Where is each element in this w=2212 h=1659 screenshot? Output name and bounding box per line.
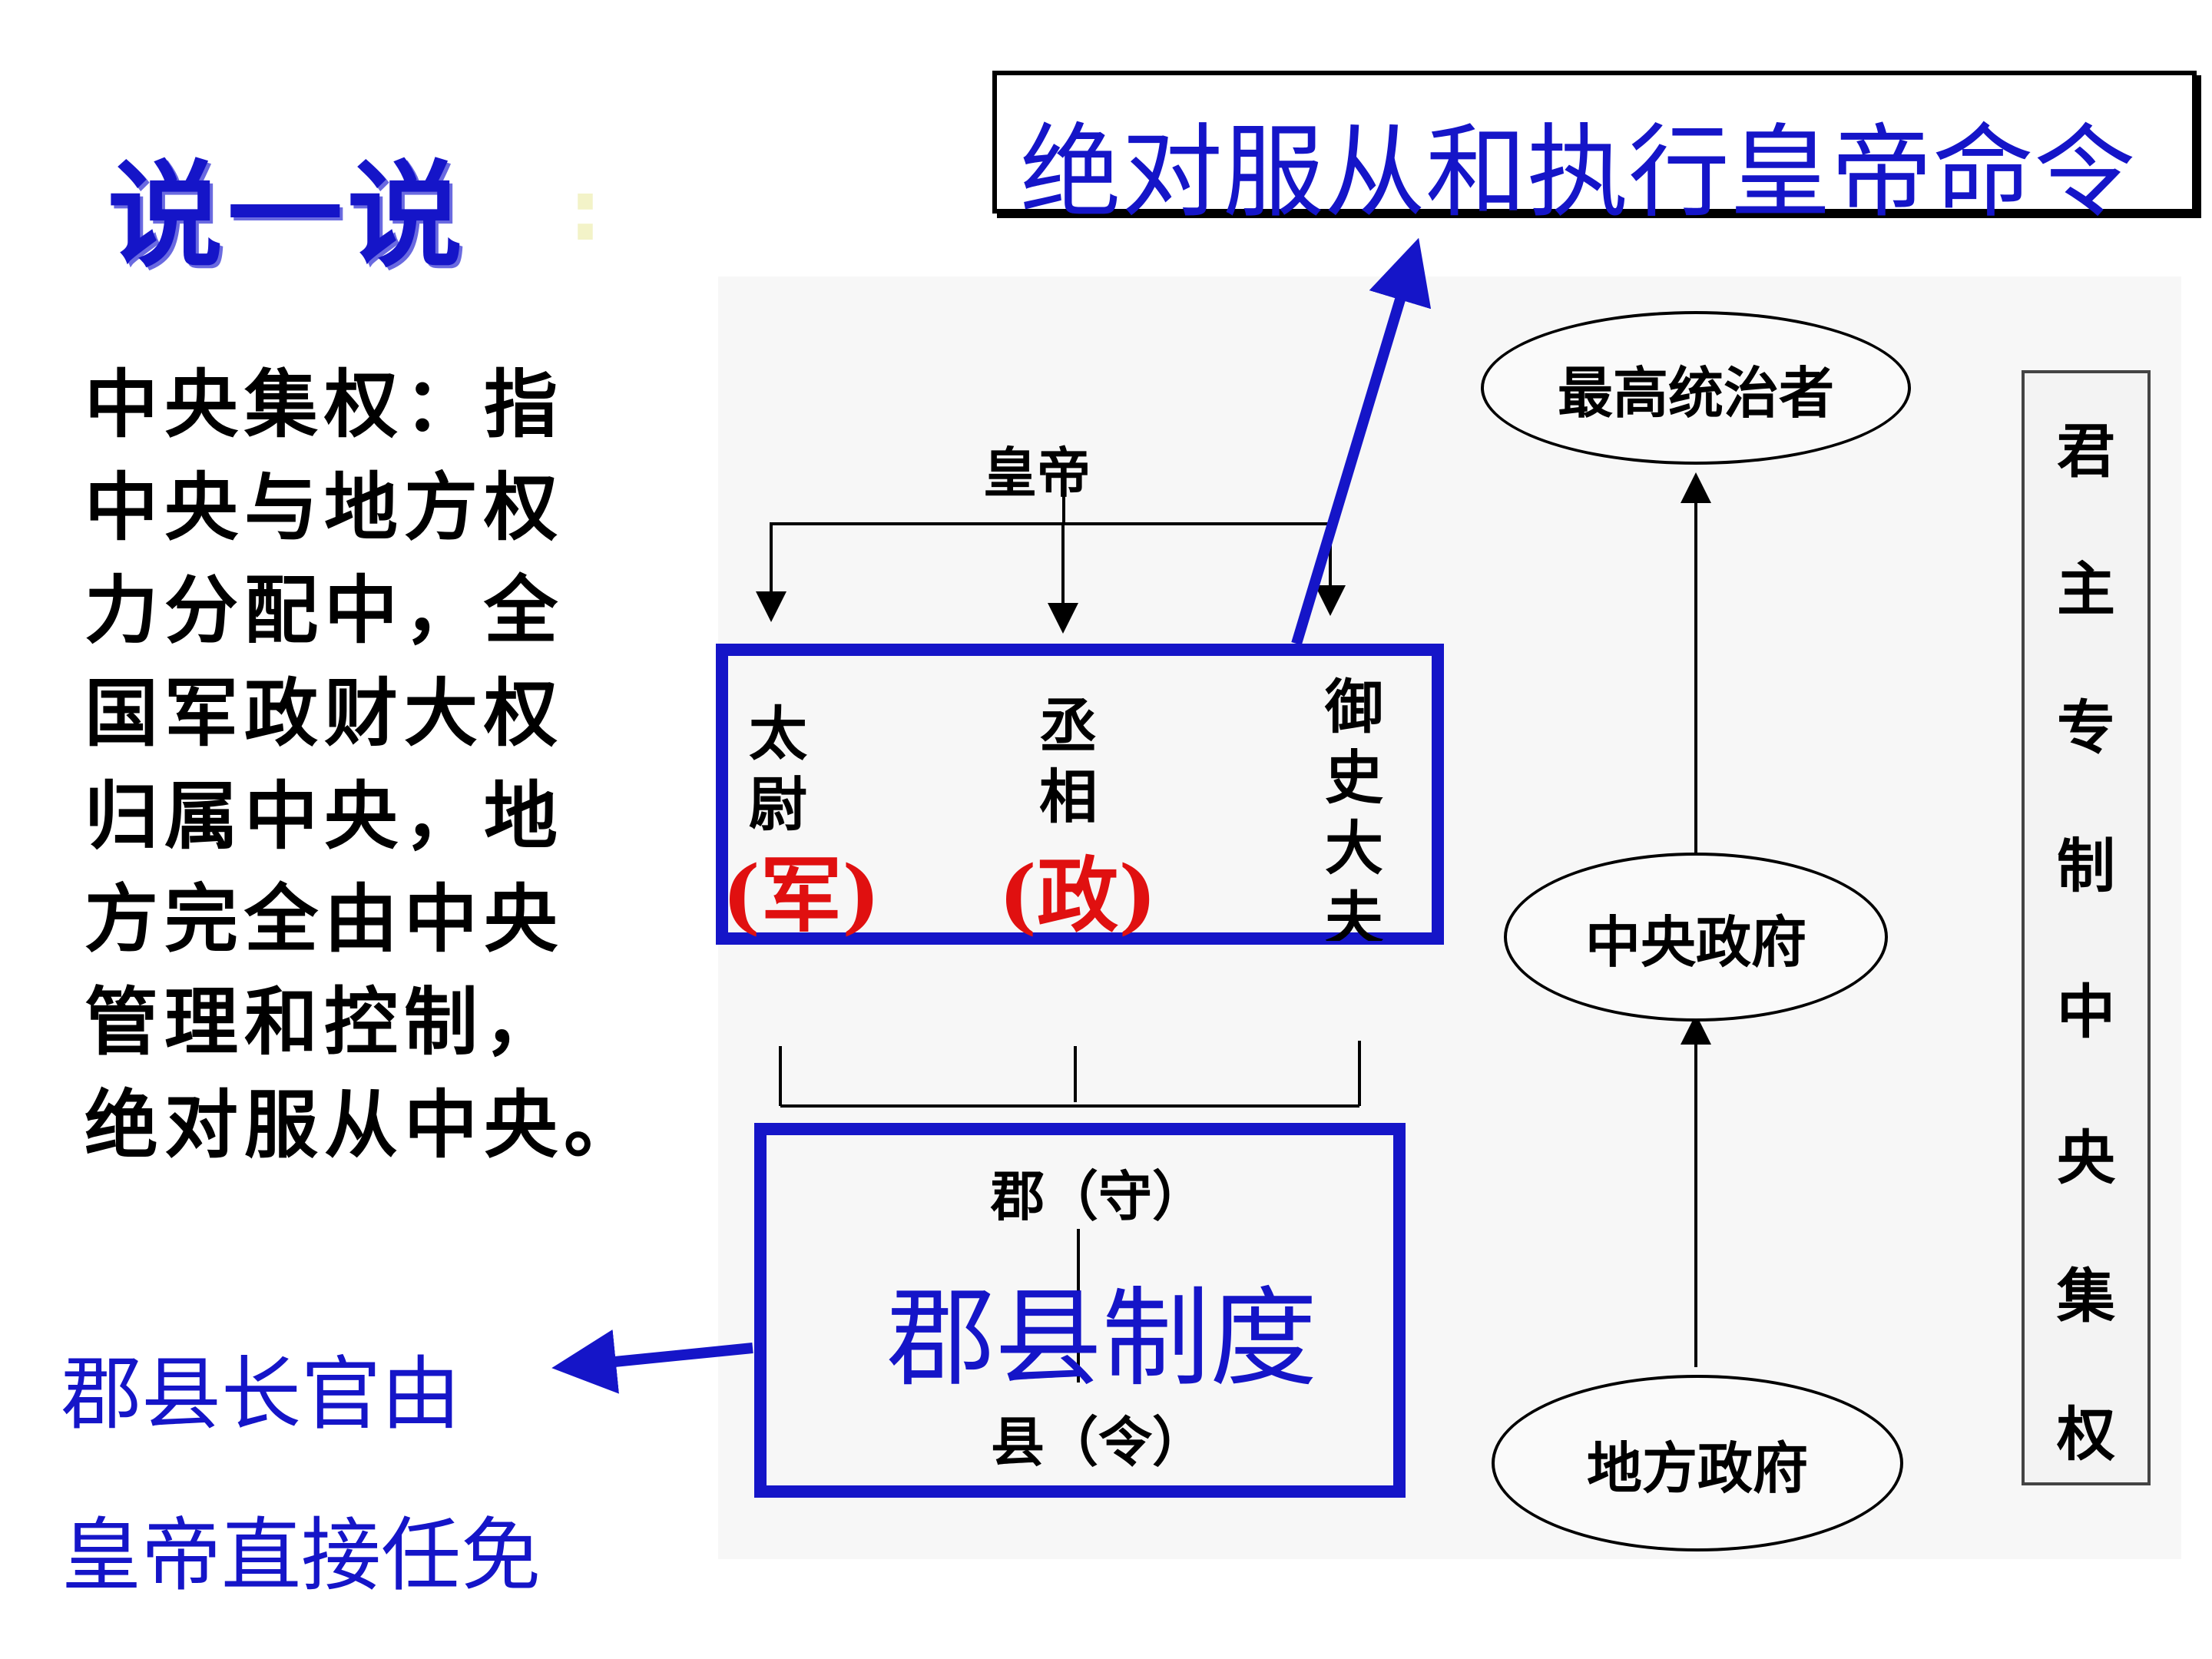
definition-line: 归属中央，地 <box>84 773 564 859</box>
definition-line: 方完全由中央 <box>84 876 564 962</box>
autocracy-centralization-box: 君 主 专 制 中 央 集 权 <box>2022 370 2151 1485</box>
side-char: 制 <box>2057 832 2115 900</box>
official-char: 相 <box>1039 763 1098 831</box>
xian-label: 县（令） <box>991 1411 1206 1474</box>
definition-line: 国军政财大权 <box>84 670 564 757</box>
official-char: 御 <box>1325 673 1383 741</box>
appointment-note-line-2: 皇帝直接任免 <box>61 1508 541 1602</box>
side-char: 央 <box>2057 1124 2115 1192</box>
obey-emperor-box: 绝对服从和执行皇帝命令 <box>992 71 2197 232</box>
definition-line: 中央与地方权 <box>84 464 564 551</box>
page-title: 说一说 <box>108 148 468 283</box>
emperor-label: 皇帝 <box>983 442 1091 505</box>
official-char: 丞 <box>1039 692 1098 760</box>
definition-line: 管理和控制， <box>84 979 564 1065</box>
central-government-oval: 中央政府 <box>1504 853 1888 1022</box>
definition-line: 绝对服从中央。 <box>84 1081 644 1168</box>
official-char: 太 <box>749 700 807 768</box>
local-government-label: 地方政府 <box>1586 1435 1808 1501</box>
side-char: 君 <box>2057 417 2115 485</box>
definition-line: 力分配中，全 <box>84 567 564 654</box>
supreme-ruler-label: 最高统治者 <box>1557 360 1834 426</box>
government-label: (政) <box>998 847 1157 943</box>
supreme-ruler-oval: 最高统治者 <box>1481 311 1911 465</box>
title-colon: : <box>568 161 602 260</box>
side-char: 主 <box>2057 555 2115 624</box>
obey-emperor-text: 绝对服从和执行皇帝命令 <box>1020 114 2135 232</box>
junxian-system-label: 郡县制度 <box>887 1277 1318 1402</box>
jun-label: 郡（守） <box>991 1165 1206 1228</box>
diagram-background <box>718 276 2181 1559</box>
official-char: 史 <box>1325 743 1383 812</box>
definition-line: 中央集权：指 <box>84 361 564 448</box>
side-char: 权 <box>2057 1400 2115 1469</box>
appointment-note-line-1: 郡县长官由 <box>61 1347 462 1441</box>
centralization-definition: 中央集权：指 中央与地方权 力分配中，全 国军政财大权 归属中央，地 方完全由中… <box>84 353 668 1177</box>
official-char: 夫 <box>1325 885 1383 941</box>
official-char: 尉 <box>749 770 807 839</box>
side-char: 专 <box>2057 694 2115 762</box>
local-government-oval: 地方政府 <box>1492 1375 1903 1551</box>
side-char: 集 <box>2057 1262 2115 1330</box>
central-government-label: 中央政府 <box>1584 909 1806 975</box>
yushidafu-label: 御 史 大 夫 <box>1320 672 1389 941</box>
junxian-box <box>754 1123 1406 1498</box>
army-label: (军) <box>722 847 881 943</box>
three-lords-box <box>716 644 1444 945</box>
side-char: 中 <box>2057 978 2115 1046</box>
official-char: 大 <box>1325 814 1383 882</box>
chengxiang-label: 丞 相 <box>1034 691 1103 833</box>
taiwei-label: 太 尉 <box>743 699 813 840</box>
